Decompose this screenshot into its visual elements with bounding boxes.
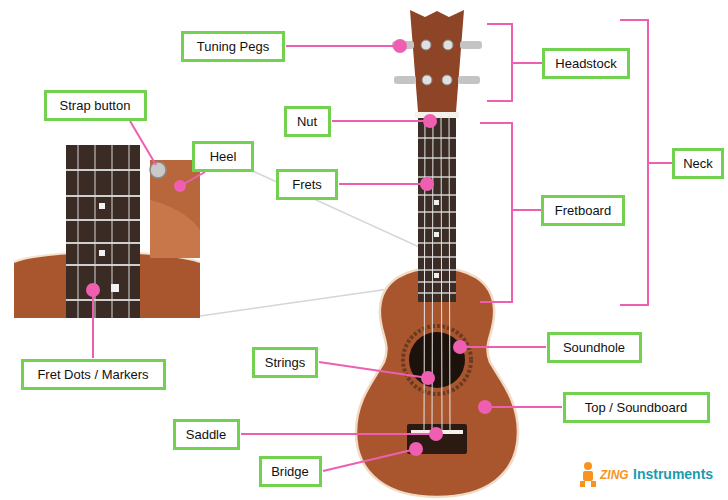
fretboard-shape [418,118,456,302]
soundhole-label: Soundhole [547,332,642,363]
bracket [480,20,679,305]
leader-line [93,46,562,471]
label-text: Frets [292,177,322,192]
fret-lines [418,138,456,293]
soundhole-shape [409,332,465,388]
neck-label: Neck [672,148,724,179]
label-text: Fret Dots / Markers [37,367,148,382]
saddle-label: Saddle [173,419,240,450]
strap-button-label: Strap button [44,90,147,121]
label-text: Tuning Pegs [197,39,270,54]
frets-label: Frets [276,169,338,200]
label-text: Top / Soundboard [585,400,688,415]
strings-label: Strings [252,347,318,378]
fret-dots-label: Fret Dots / Markers [21,359,166,390]
headstock-label: Headstock [542,48,630,79]
logo-icon [580,462,596,487]
heel-label: Heel [192,141,254,172]
leader-dot [86,39,492,456]
nut-label: Nut [284,106,331,137]
label-text: Soundhole [563,340,625,355]
bridge-label: Bridge [259,456,322,487]
headstock-shape [410,10,464,112]
label-text: Nut [297,114,317,129]
label-text: Neck [683,156,713,171]
tuning-pegs-label: Tuning Pegs [181,31,285,62]
label-text: Saddle [186,427,226,442]
watermark-brand: ZING [600,468,629,482]
label-text: Strings [265,355,305,370]
label-text: Heel [210,149,237,164]
nut-shape [415,112,459,118]
fretboard-label: Fretboard [541,195,625,226]
tuning-pegs [392,40,482,85]
label-text: Strap button [60,98,131,113]
label-text: Headstock [555,56,616,71]
label-text: Bridge [271,464,309,479]
label-text: Fretboard [555,203,611,218]
top-soundboard-label: Top / Soundboard [563,392,710,423]
watermark-text: Instruments [633,466,713,482]
inset-closeup [14,145,200,320]
